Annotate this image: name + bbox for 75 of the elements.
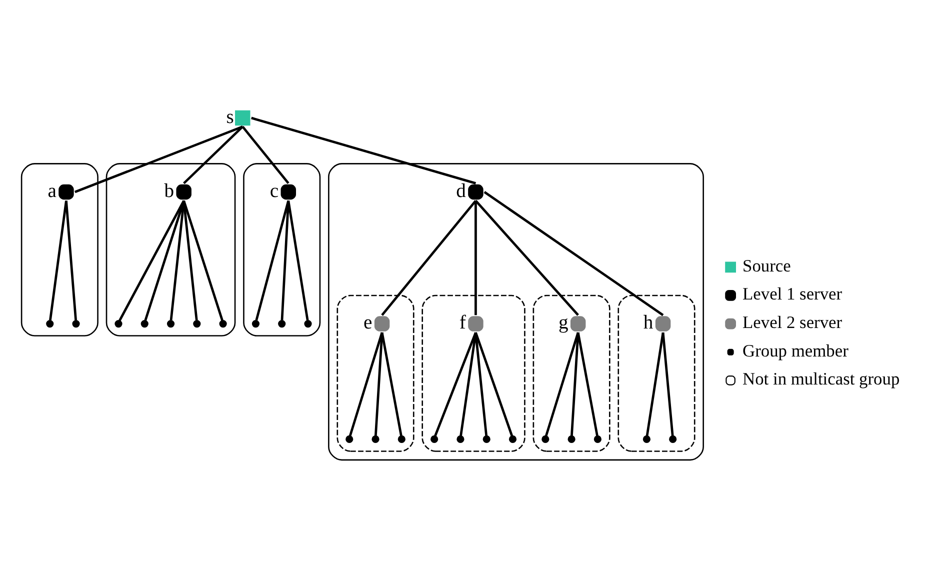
node-circle: [456, 434, 464, 443]
node-circle: [193, 319, 201, 328]
node-circle: [542, 434, 550, 443]
node-circle: [278, 319, 286, 328]
cluster: [618, 294, 696, 452]
connector: [474, 332, 488, 436]
node-circle: [468, 316, 484, 331]
node-circle: [570, 316, 586, 331]
node-label: d: [456, 180, 466, 202]
node-circle: [398, 434, 406, 443]
connector: [474, 200, 477, 315]
connector: [646, 332, 664, 436]
node-label: e: [364, 312, 372, 334]
connector: [570, 332, 580, 436]
connector: [251, 116, 476, 184]
node-circle: [594, 434, 602, 443]
connector: [74, 125, 244, 193]
node-circle: [372, 434, 380, 443]
node-circle: [304, 319, 312, 328]
cluster: [20, 162, 98, 336]
node-circle: [219, 319, 227, 328]
cluster: [532, 294, 610, 452]
legend-label: Level 1 server: [742, 283, 842, 304]
connector: [484, 190, 664, 316]
connector: [182, 200, 224, 320]
node-label: f: [459, 312, 466, 334]
node-circle: [669, 434, 677, 443]
connector: [280, 200, 290, 320]
node-circle: [430, 434, 438, 443]
node-circle: [140, 319, 148, 328]
legend-label: Level 2 server: [742, 311, 842, 332]
connector: [381, 199, 477, 316]
legend-label: Source: [742, 254, 791, 275]
node-circle: [568, 434, 576, 443]
connector: [662, 332, 674, 436]
connector: [374, 332, 384, 436]
node-label: b: [164, 180, 174, 202]
legend-label: Group member: [742, 340, 848, 360]
node-label: a: [48, 180, 56, 202]
node-circle: [166, 319, 175, 328]
cluster: [243, 162, 321, 336]
node-label: c: [270, 180, 279, 202]
node-circle: [252, 319, 260, 328]
node-label: g: [558, 312, 568, 334]
node-circle: [482, 434, 490, 443]
node-cross: [235, 110, 250, 126]
node-circle: [374, 316, 390, 331]
node-circle: [508, 434, 517, 443]
node-circle: [346, 434, 354, 443]
connector: [65, 200, 77, 320]
node-circle: [642, 434, 650, 443]
connector: [182, 200, 198, 320]
connector: [49, 200, 68, 320]
legend-label: Not in multicast group: [742, 368, 900, 388]
connector: [242, 125, 290, 184]
node-circle: [46, 319, 54, 328]
node-circle: [468, 184, 484, 200]
node-label: s: [226, 106, 234, 128]
node-label: h: [643, 312, 654, 334]
cluster: [106, 162, 236, 336]
cluster: [336, 294, 414, 452]
node-circle: [176, 184, 192, 200]
node-circle: [655, 316, 671, 331]
connector: [474, 199, 579, 316]
connector: [460, 332, 477, 436]
cluster: [422, 294, 526, 452]
cluster: [328, 162, 704, 460]
node-circle: [72, 319, 80, 328]
connector: [144, 200, 185, 320]
node-circle: [58, 184, 74, 200]
connector: [170, 200, 186, 320]
node-circle: [280, 184, 296, 200]
connector: [183, 125, 244, 184]
connector: [434, 332, 477, 436]
node-circle: [114, 319, 122, 328]
